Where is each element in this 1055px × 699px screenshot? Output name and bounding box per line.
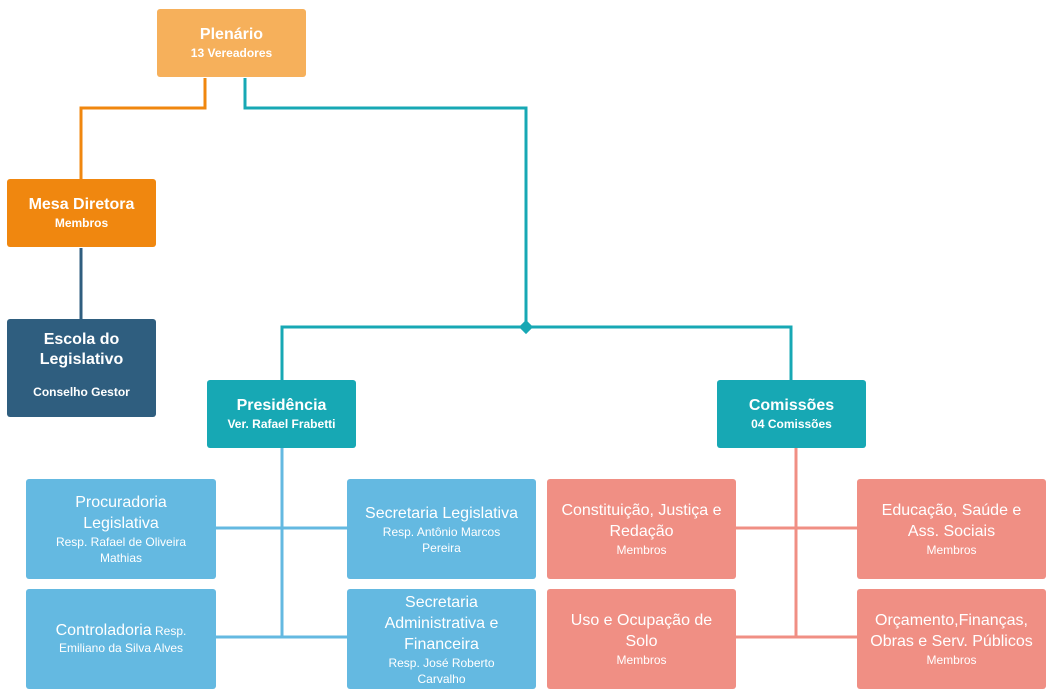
constituicao-title: Constituição, Justiça e Redação (561, 502, 722, 540)
link-plenario-mesa (79, 78, 207, 179)
uso-solo-title: Uso e Ocupação de Solo (570, 612, 713, 650)
constituicao-node[interactable]: Constituição, Justiça e Redação Membros (547, 479, 736, 579)
constituicao-subtitle: Membros (616, 543, 667, 557)
plenario-title: Plenário (199, 26, 264, 43)
uso-solo-node[interactable]: Uso e Ocupação de Solo Membros (547, 589, 736, 689)
mesa-diretora-node[interactable]: Mesa Diretora Membros (7, 179, 156, 247)
presidencia-subtitle: Ver. Rafael Frabetti (227, 417, 336, 431)
controladoria-subtitle: Resp. Emiliano da Silva Alves (58, 623, 187, 655)
uso-solo-subtitle: Membros (616, 653, 667, 667)
presidencia-node[interactable]: Presidência Ver. Rafael Frabetti (207, 380, 356, 448)
sec-adm-node[interactable]: Secretaria Administrativa e Financeira R… (347, 589, 536, 689)
mesa-subtitle: Membros (54, 216, 109, 230)
orcamento-subtitle: Membros (926, 653, 977, 667)
sec-legislativa-subtitle: Resp. Antônio Marcos Pereira (382, 524, 501, 555)
escola-title: Escola do Legislativo (39, 331, 124, 368)
sec-adm-title: Secretaria Administrativa e Financeira (384, 593, 499, 653)
link-plenario-branch (243, 78, 528, 327)
procuradoria-title: Procuradoria Legislativa (75, 494, 167, 532)
escola-node[interactable]: Escola do Legislativo Conselho Gestor (7, 319, 156, 417)
comissoes-node[interactable]: Comissões 04 Comissões (717, 380, 866, 448)
controladoria-node[interactable]: Controladoria Resp. Emiliano da Silva Al… (26, 589, 216, 689)
procuradoria-node[interactable]: Procuradoria Legislativa Resp. Rafael de… (26, 479, 216, 579)
sec-legislativa-node[interactable]: Secretaria Legislativa Resp. Antônio Mar… (347, 479, 536, 579)
educacao-node[interactable]: Educação, Saúde e Ass. Sociais Membros (857, 479, 1046, 579)
presidencia-title: Presidência (236, 397, 327, 414)
sec-legislativa-title: Secretaria Legislativa (365, 504, 518, 522)
link-branch-presidencia (280, 325, 793, 380)
procuradoria-subtitle: Resp. Rafael de Oliveira Mathias (55, 535, 187, 565)
plenario-subtitle: 13 Vereadores (190, 46, 273, 60)
branch-diamond (518, 319, 534, 335)
escola-subtitle: Conselho Gestor (33, 385, 130, 399)
comissoes-title: Comissões (748, 397, 835, 414)
educacao-title: Educação, Saúde e Ass. Sociais (881, 502, 1022, 540)
orcamento-node[interactable]: Orçamento,Finanças, Obras e Serv. Públic… (857, 589, 1046, 689)
comissoes-subtitle: 04 Comissões (751, 417, 832, 431)
controladoria-title: Controladoria (55, 621, 152, 639)
orcamento-title: Orçamento,Finanças, Obras e Serv. Públic… (870, 612, 1033, 650)
mesa-title: Mesa Diretora (28, 196, 135, 213)
plenario-node[interactable]: Plenário 13 Vereadores (157, 9, 306, 77)
sec-adm-subtitle: Resp. José Roberto Carvalho (388, 655, 495, 686)
educacao-subtitle: Membros (926, 543, 977, 557)
